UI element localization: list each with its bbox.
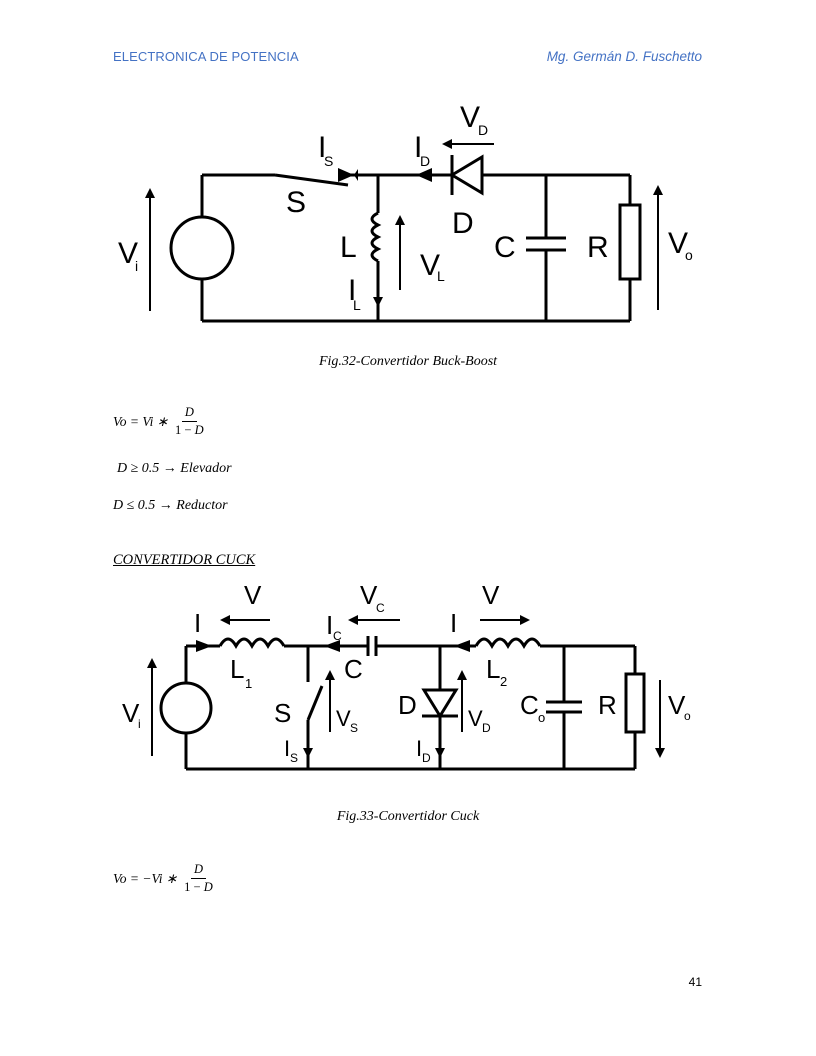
- formula2-fraction: D 1 − D: [181, 862, 216, 895]
- c-label-is-sub: S: [290, 751, 298, 765]
- header-title: ELECTRONICA DE POTENCIA: [113, 49, 299, 64]
- fig32-caption: Fig.32-Convertidor Buck-Boost: [318, 354, 498, 369]
- label-vd: V: [460, 101, 480, 134]
- fig33-caption: Fig.33-Convertidor Cuck: [336, 809, 480, 824]
- c-label-vd-sub: D: [482, 721, 491, 735]
- diode-symbol: [449, 154, 484, 196]
- c-label-vo-sub: o: [684, 709, 691, 723]
- c-label-vs-sub: S: [350, 721, 358, 735]
- c-label-i1: I: [194, 608, 201, 638]
- c-label-d: D: [398, 690, 417, 720]
- c-label-vi: V: [122, 698, 140, 728]
- condition-reductor: D ≤ 0.5 → Reductor: [113, 498, 228, 513]
- den2-var: D: [203, 880, 213, 894]
- den2-pre: 1 −: [184, 880, 204, 894]
- label-is-sub: S: [324, 153, 333, 169]
- label-vo: V: [668, 227, 688, 260]
- c-label-l1-sub: 1: [245, 676, 252, 691]
- section-title: CONVERTIDOR CUCK: [113, 552, 256, 568]
- label-vo-sub: o: [685, 247, 693, 263]
- den-pre: 1 −: [175, 423, 195, 437]
- c-label-id: I: [416, 736, 422, 761]
- formula-buck-boost: Vo = Vi ∗ D 1 − D: [113, 405, 207, 438]
- c-label-ic-sub: C: [333, 629, 342, 643]
- cuk-diode-symbol: [421, 688, 459, 719]
- formula-numerator: D: [181, 405, 197, 422]
- label-vl-sub: L: [437, 268, 445, 284]
- label-s: S: [286, 186, 306, 219]
- label-vi-sub: i: [135, 258, 138, 274]
- c-label-c: C: [344, 654, 363, 684]
- c-label-vc-sub: C: [376, 601, 385, 615]
- c-label-l1: L: [230, 654, 244, 684]
- c-label-r: R: [598, 690, 617, 720]
- c-label-l2: L: [486, 654, 500, 684]
- label-r: R: [587, 231, 609, 264]
- label-vi: V: [118, 237, 138, 270]
- c-label-ic: I: [326, 610, 333, 640]
- formula2-numerator: D: [190, 862, 206, 879]
- label-c: C: [494, 231, 516, 264]
- formula-fraction: D 1 − D: [172, 405, 207, 438]
- formula-cuk: Vo = −Vi ∗ D 1 − D: [113, 862, 216, 895]
- c-label-id-sub: D: [422, 751, 431, 765]
- cuk-circuit-diagram: V i I V L 1 I C V C C I V L 2 S V S I S …: [122, 580, 691, 771]
- label-vd-sub: D: [478, 122, 488, 138]
- formula-lhs: Vo = Vi ∗: [113, 413, 169, 429]
- formula2-denominator: 1 − D: [181, 879, 216, 895]
- label-d: D: [452, 207, 474, 240]
- den-var: D: [194, 423, 204, 437]
- header-author: Mg. Germán D. Fuschetto: [546, 49, 702, 64]
- condition-elevador: D ≥ 0.5 → Elevador: [117, 461, 232, 476]
- c-label-vd: V: [468, 706, 483, 731]
- c-label-vc: V: [360, 580, 378, 610]
- label-id: I: [414, 131, 422, 164]
- c-label-vo: V: [668, 690, 686, 720]
- c-label-is: I: [284, 736, 290, 761]
- c-label-co-sub: o: [538, 710, 545, 725]
- label-vl: V: [420, 249, 440, 282]
- formula2-lhs: Vo = −Vi ∗: [113, 870, 178, 886]
- c-label-co: C: [520, 690, 539, 720]
- page-number: 41: [688, 975, 702, 989]
- label-is: I: [318, 131, 326, 164]
- formula-denominator: 1 − D: [172, 422, 207, 438]
- label-id-sub: D: [420, 153, 430, 169]
- c-label-l2-sub: 2: [500, 674, 507, 689]
- c-label-s: S: [274, 698, 291, 728]
- c-label-v1: V: [244, 580, 262, 610]
- label-il: I: [348, 274, 356, 307]
- c-label-i2: I: [450, 608, 457, 638]
- label-l: L: [340, 231, 357, 264]
- c-label-vs: V: [336, 706, 351, 731]
- c-label-v2: V: [482, 580, 500, 610]
- c-label-vi-sub: i: [138, 717, 141, 731]
- buck-boost-circuit-diagram: V i I S S I D V D D L V L I L C R V o: [118, 101, 693, 323]
- label-il-sub: L: [353, 297, 361, 313]
